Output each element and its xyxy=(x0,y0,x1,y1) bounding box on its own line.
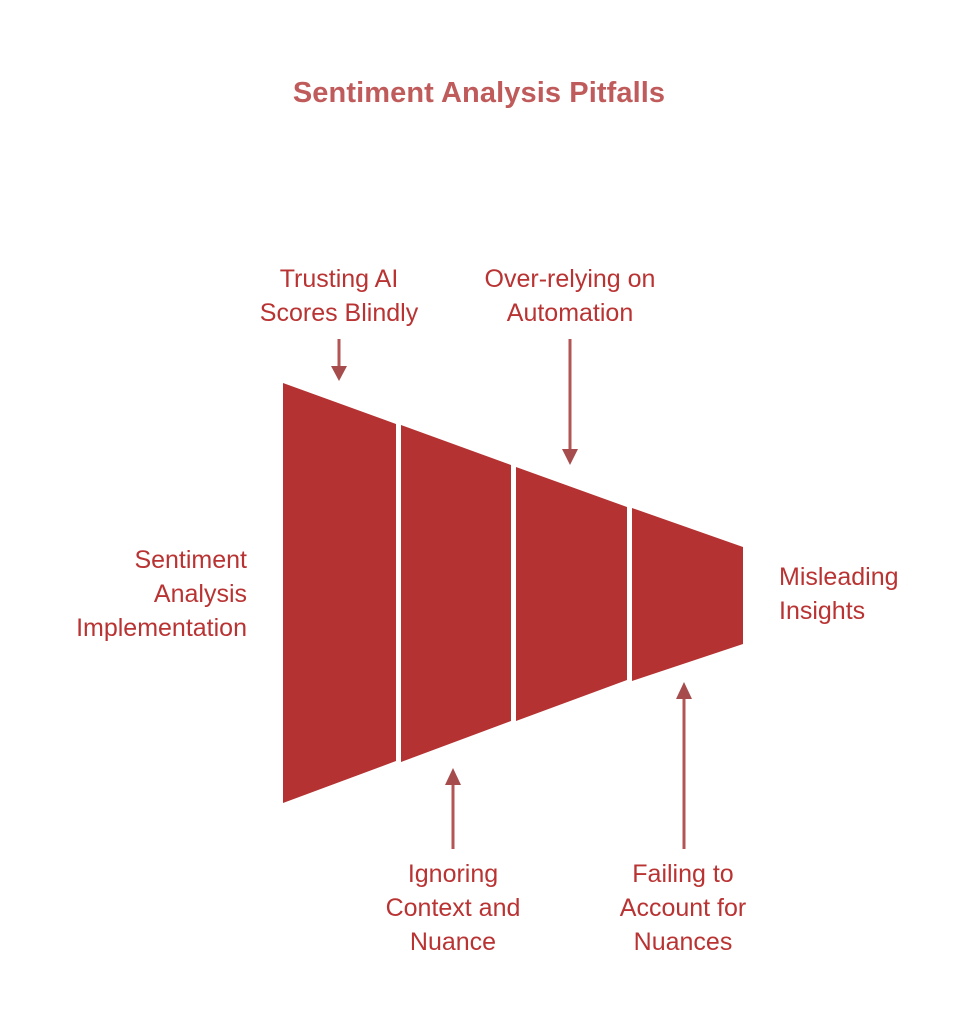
funnel-segment-1[interactable] xyxy=(283,383,396,803)
arrow-ignoring-context-icon xyxy=(445,768,461,849)
arrow-over-relying-icon xyxy=(562,339,578,465)
arrow-failing-account-icon xyxy=(676,682,692,849)
page-title: Sentiment Analysis Pitfalls xyxy=(292,77,666,109)
funnel-annotation-trusting-ai: Trusting AI Scores Blindly xyxy=(259,265,419,327)
funnel-input-label: Sentiment Analysis Implementation xyxy=(76,546,247,642)
funnel-segment-2[interactable] xyxy=(401,425,511,762)
funnel-annotation-ignoring-context: Ignoring Context and Nuance xyxy=(385,860,521,956)
arrow-trusting-ai-icon xyxy=(331,339,347,381)
funnel-output-label: Misleading Insights xyxy=(779,563,899,625)
funnel-segment-3[interactable] xyxy=(516,467,627,721)
funnel-annotation-over-relying: Over-relying on Automation xyxy=(484,265,656,327)
funnel-segment-4[interactable] xyxy=(632,508,743,681)
funnel-annotation-failing-account: Failing to Account for Nuances xyxy=(619,860,747,956)
